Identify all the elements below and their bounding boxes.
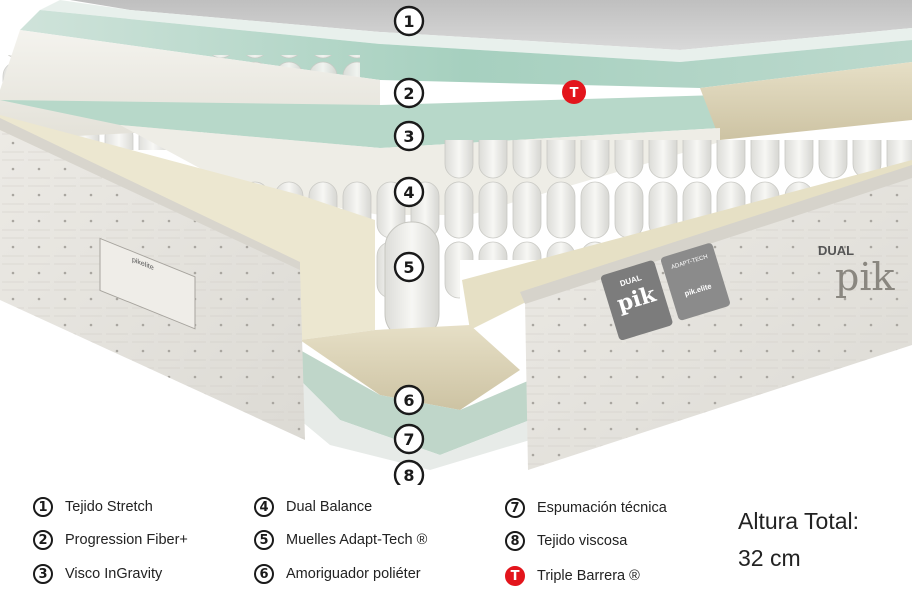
svg-text:2: 2 xyxy=(403,84,414,103)
svg-text:7: 7 xyxy=(403,430,414,449)
brand-dual-big: DUAL xyxy=(818,243,854,258)
legend-label: Tejido viscosa xyxy=(537,533,628,549)
layer-amortiguador xyxy=(300,325,520,410)
legend-item: 5 Muelles Adapt-Tech ® xyxy=(254,527,427,553)
svg-text:6: 6 xyxy=(403,391,414,410)
legend-number: 3 xyxy=(33,564,53,584)
legend-label: Triple Barrera ® xyxy=(537,568,640,584)
layer-tejido-viscosa xyxy=(300,380,530,470)
legend-number: 1 xyxy=(33,497,53,517)
legend-item: 4 Dual Balance xyxy=(254,494,372,520)
svg-text:1: 1 xyxy=(403,12,414,31)
brand-pik-big: pik xyxy=(835,255,895,299)
total-height-label: Altura Total: xyxy=(738,508,860,534)
legend-item: 3 Visco InGravity xyxy=(33,561,162,587)
legend-item: T Triple Barrera ® xyxy=(505,563,640,589)
legend-item: 2 Progression Fiber+ xyxy=(33,527,188,553)
legend-item: 8 Tejido viscosa xyxy=(505,528,627,554)
legend-number-barrier: T xyxy=(505,566,525,586)
layer-tejido-stretch xyxy=(70,0,912,50)
legend-item: 1 Tejido Stretch xyxy=(33,494,153,520)
legend-label: Visco InGravity xyxy=(65,566,163,582)
svg-text:4: 4 xyxy=(403,183,414,202)
legend-label: Tejido Stretch xyxy=(65,499,153,515)
legend-label: Espumación técnica xyxy=(537,500,667,516)
callout-5: 5 xyxy=(393,251,425,283)
callout-1: 1 xyxy=(393,5,425,37)
layer-dual-balance-beige xyxy=(700,62,912,140)
callout-6: 6 xyxy=(393,384,425,416)
brand-label-adapttech: ADAPT-TECH pik.elite xyxy=(660,243,730,321)
callout-4: 4 xyxy=(393,176,425,208)
callout-8: 8 xyxy=(393,459,425,485)
callout-3: 3 xyxy=(393,120,425,152)
legend-item: 6 Amoriguador poliéter xyxy=(254,561,421,587)
layer-tejido-edge xyxy=(40,0,912,62)
legend-label: Dual Balance xyxy=(286,499,373,515)
side-panel-left-top-edge xyxy=(0,118,300,270)
svg-text:T: T xyxy=(570,86,579,101)
side-tag xyxy=(99,237,196,330)
layer-progression-fiber xyxy=(20,10,912,88)
brand-label-dualpik: DUAL pik xyxy=(600,260,673,341)
legend-number: 5 xyxy=(254,530,274,550)
layer-visco-ingravity xyxy=(0,80,912,148)
svg-text:3: 3 xyxy=(403,127,414,146)
legend-number: 7 xyxy=(505,498,525,518)
svg-text:5: 5 xyxy=(403,258,414,277)
side-panel-right-top-edge xyxy=(520,165,912,304)
legend-number: 6 xyxy=(254,564,274,584)
legend-number: 2 xyxy=(33,530,53,550)
callout-2: 2 xyxy=(393,77,425,109)
mattress-cutaway-illustration: pikelite DUAL pik ADAPT-TECH pik.elite D… xyxy=(0,0,912,485)
callout-barrier: T xyxy=(562,80,586,104)
legend-number: 4 xyxy=(254,497,274,517)
legend-number: 8 xyxy=(505,531,525,551)
callout-7: 7 xyxy=(393,423,425,455)
legend-item: 7 Espumación técnica xyxy=(505,495,667,521)
legend-label: Amoriguador poliéter xyxy=(286,566,421,582)
legend-label: Progression Fiber+ xyxy=(65,532,188,548)
legend-label: Muelles Adapt-Tech ® xyxy=(286,532,428,548)
svg-text:8: 8 xyxy=(403,466,414,485)
total-height-value: 32 cm xyxy=(738,545,801,571)
layer-legend: 1 Tejido Stretch 2 Progression Fiber+ 3 … xyxy=(0,490,912,600)
side-panel-right-quilt xyxy=(525,175,912,470)
